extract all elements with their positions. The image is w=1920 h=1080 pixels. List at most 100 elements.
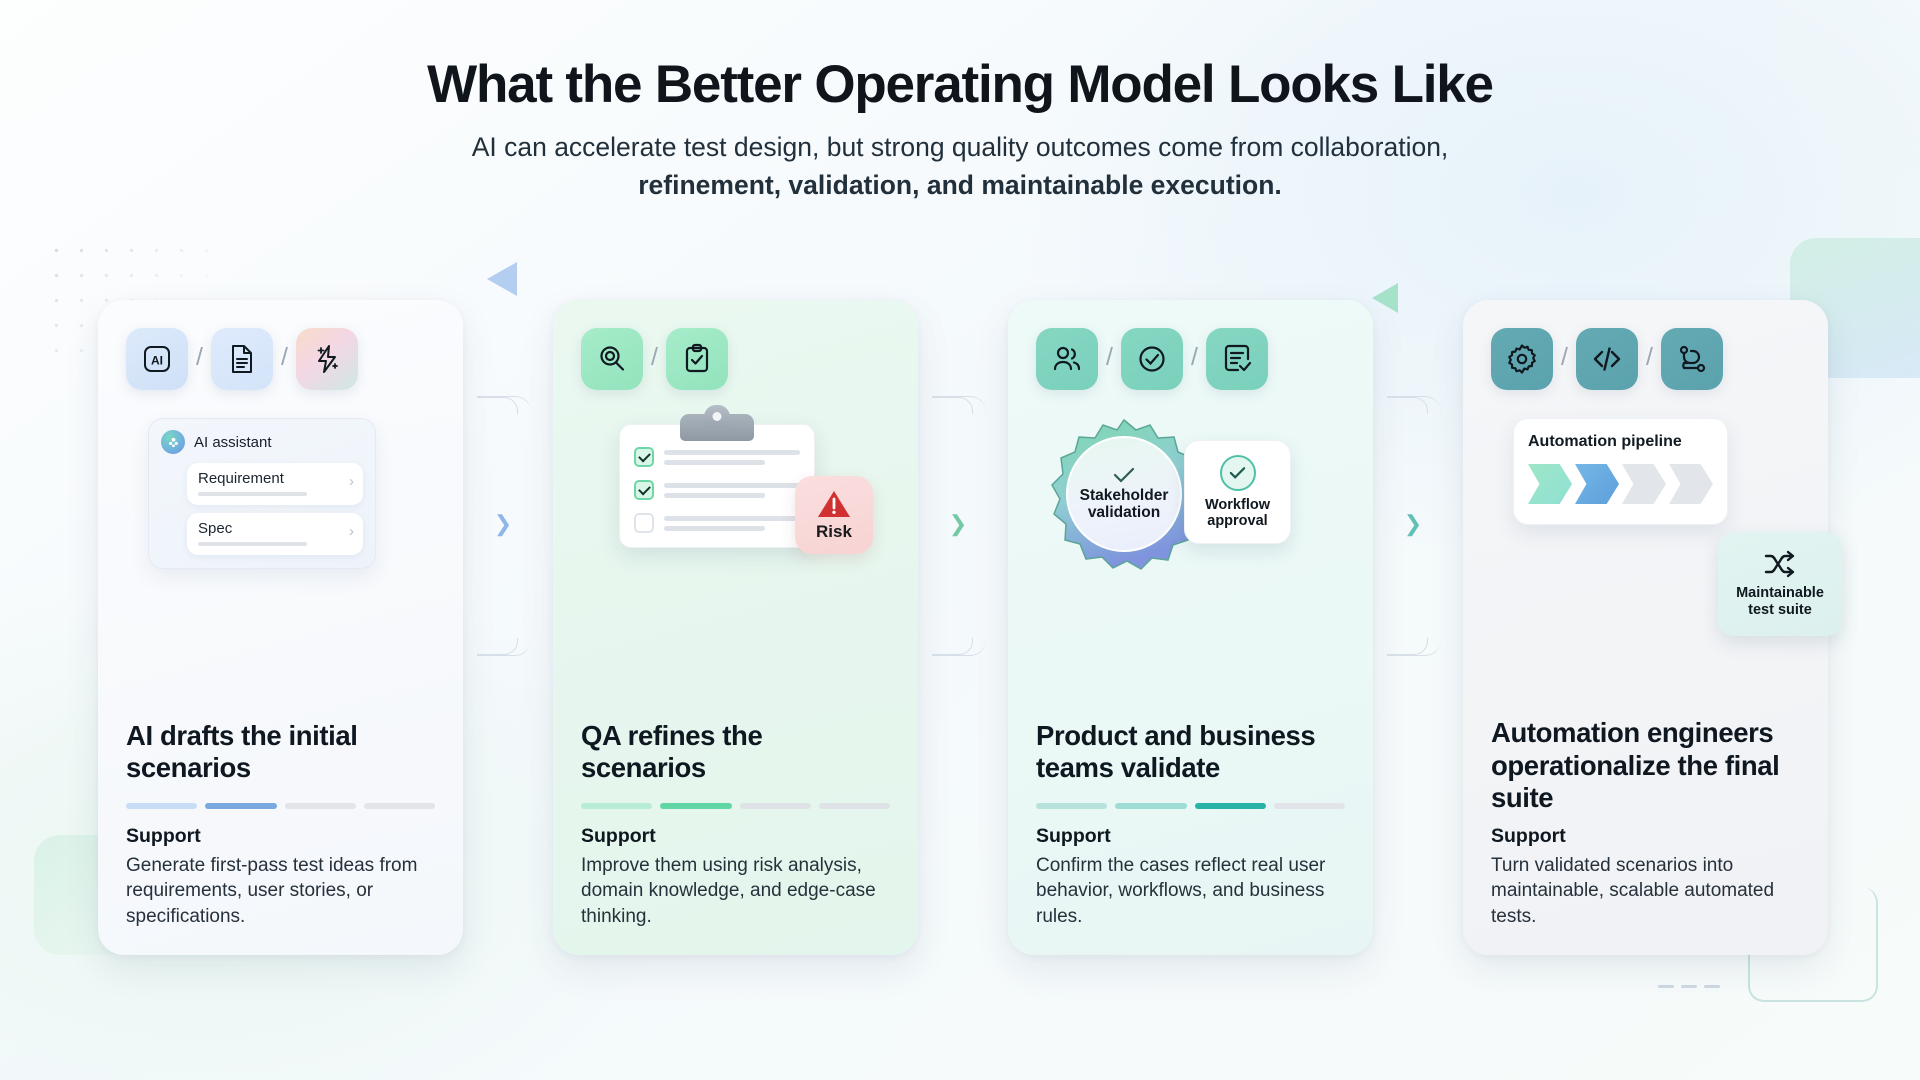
route-icon (1660, 328, 1723, 390)
card1-icon-row: AI / / (126, 328, 435, 390)
pipeline-step (1528, 464, 1572, 504)
pipeline-step (1622, 464, 1666, 504)
stage-card-ai-drafts[interactable]: AI / / (98, 300, 463, 955)
chevron-right-icon: ❯ (1403, 511, 1423, 536)
card3-icon-row: / / (1036, 328, 1345, 390)
rosette-label-line2: validation (1087, 504, 1161, 521)
magnifier-icon (581, 328, 643, 390)
risk-label: Risk (816, 522, 852, 541)
list-item (634, 513, 800, 533)
card4-illustration: Automation pipeline Maintainable test su… (1491, 410, 1842, 636)
separator-slash: / (1561, 342, 1568, 371)
placeholder-lines (664, 482, 800, 498)
list-item (634, 480, 800, 500)
card-title: Automation engineers operationalize the … (1491, 717, 1780, 814)
svg-text:AI: AI (151, 354, 163, 368)
spec-label: Spec (198, 520, 233, 537)
card2-icon-row: / (581, 328, 890, 390)
workflow-label-line1: Workflow (1205, 496, 1270, 513)
card3-illustration: Stakeholder validation Workflow approval (1036, 410, 1345, 602)
placeholder-lines (664, 449, 800, 465)
support-label: Support (1491, 825, 1566, 848)
requirement-label: Requirement (198, 470, 284, 487)
progress-segment (818, 803, 890, 810)
page-subtitle: AI can accelerate test design, but stron… (0, 130, 1920, 204)
support-text: Confirm the cases reflect real user beha… (1036, 855, 1326, 927)
chevron-right-icon: ❯ (948, 511, 968, 536)
separator-slash: / (196, 342, 203, 371)
support-text: Improve them using risk analysis, domain… (581, 855, 876, 927)
card-title: QA refines the scenarios (581, 719, 763, 784)
card2-illustration: Risk (581, 410, 890, 602)
support-label: Support (126, 825, 201, 848)
card3-progress (1036, 803, 1345, 810)
automation-pipeline-card: Automation pipeline (1513, 418, 1728, 525)
separator-slash: / (1190, 342, 1198, 371)
chevron-right-icon[interactable]: › (349, 523, 354, 540)
page-header: What the Better Operating Model Looks Li… (0, 0, 1920, 204)
subtitle-line-1: AI can accelerate test design, but stron… (471, 132, 1449, 163)
check-icon (1113, 467, 1135, 483)
card4-icon-row: / / (1491, 328, 1800, 390)
list-item (634, 447, 800, 467)
checkbox-checked-icon[interactable] (634, 480, 654, 500)
separator-slash: / (280, 342, 288, 371)
pipeline-steps (1528, 464, 1713, 504)
card-title: AI drafts the initial scenarios (126, 719, 358, 784)
list-item[interactable]: Spec › (187, 513, 363, 555)
progress-segment (126, 803, 198, 810)
progress-segment (363, 803, 435, 810)
ai-assistant-label: AI assistant (194, 433, 272, 451)
progress-segment (739, 803, 811, 810)
clipboard-board (619, 424, 815, 548)
separator-slash: / (1645, 342, 1653, 371)
separator-slash: / (651, 342, 658, 371)
blue-triangle-decoration (487, 262, 517, 296)
people-icon (1036, 328, 1098, 390)
progress-segment (1036, 803, 1108, 810)
stage-card-product-validate[interactable]: / / (1008, 300, 1373, 955)
support-text: Turn validated scenarios into maintainab… (1491, 855, 1775, 927)
clipboard-clamp (680, 414, 754, 441)
ai-assistant-panel: AI assistant Requirement › Spec › (148, 418, 376, 569)
checkbox-unchecked-icon[interactable] (634, 513, 654, 533)
rosette-label-line1: Stakeholder (1079, 486, 1169, 504)
sparkle-bolt-icon (295, 328, 358, 390)
clipboard-check-icon (665, 328, 728, 390)
list-item[interactable]: Requirement › (187, 463, 363, 505)
workflow-label-line2: approval (1207, 513, 1268, 529)
suite-label-line2: test suite (1748, 602, 1812, 618)
pipeline-step (1575, 464, 1619, 504)
clipboard-illustration: Risk (619, 414, 873, 554)
stage-card-qa-refines[interactable]: / (553, 300, 918, 955)
stage-card-automation-engineers[interactable]: / / Automation pipeline (1463, 300, 1842, 955)
progress-segment-active (1194, 803, 1266, 810)
page-title: What the Better Operating Model Looks Li… (427, 55, 1494, 114)
document-icon (210, 328, 273, 390)
progress-segment-active (205, 803, 277, 810)
card1-progress (126, 803, 435, 810)
support-label: Support (1036, 825, 1111, 848)
progress-segment (1273, 803, 1345, 810)
connector-1-2: ❯ (463, 300, 553, 955)
pipeline-title: Automation pipeline (1528, 433, 1682, 450)
ai-avatar-icon (161, 430, 185, 454)
connector-3-4: ❯ (1373, 300, 1463, 955)
suite-label-line1: Maintainable (1736, 585, 1824, 602)
card-title: Product and business teams validate (1036, 719, 1316, 784)
pipeline-step (1669, 464, 1713, 504)
chevron-right-icon[interactable]: › (349, 473, 354, 490)
stakeholder-validation-badge: Stakeholder validation (1044, 414, 1204, 574)
gear-icon (1491, 328, 1553, 390)
rosette-shape: Stakeholder validation (1044, 414, 1204, 574)
checkbox-checked-icon[interactable] (634, 447, 654, 467)
check-circle-icon (1219, 454, 1256, 491)
check-circle-icon (1120, 328, 1183, 390)
ai-assistant-header: AI assistant (161, 430, 363, 454)
separator-slash: / (1106, 342, 1113, 371)
code-brackets-icon (1575, 328, 1638, 390)
progress-segment (284, 803, 356, 810)
progress-segment (581, 803, 653, 810)
subtitle-line-2: refinement, validation, and maintainable… (638, 170, 1282, 200)
stage-cards-row: AI / / (98, 300, 1842, 955)
